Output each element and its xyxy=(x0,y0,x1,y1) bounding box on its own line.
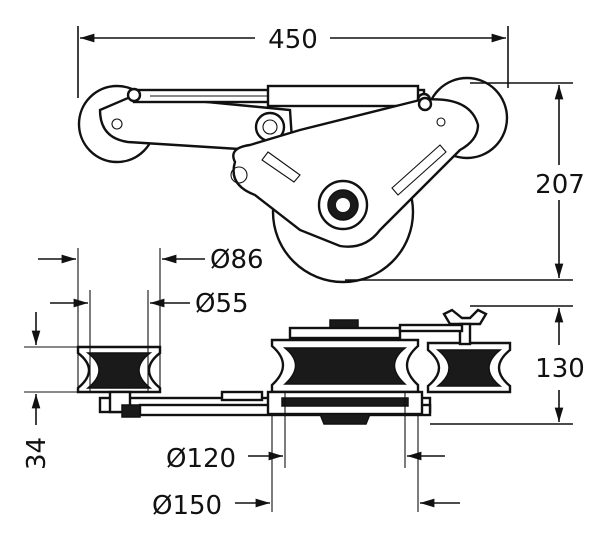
dim-label-55: Ø55 xyxy=(195,289,249,319)
tension-arm xyxy=(398,323,464,333)
right-roller-groove xyxy=(435,349,503,387)
arm-pivot-bore xyxy=(262,119,278,135)
dim-86: Ø86 xyxy=(38,245,264,392)
dim-450: 450 xyxy=(77,25,509,98)
dim-label-450: 450 xyxy=(268,25,318,55)
spring-housing xyxy=(266,84,420,108)
plate-pin-2 xyxy=(436,117,446,127)
main-plate xyxy=(232,98,480,248)
large-wheel-groove xyxy=(282,347,408,385)
top-view xyxy=(77,76,509,284)
dim-label-34: 34 xyxy=(22,437,52,470)
wheel-mount-band xyxy=(281,397,409,407)
bottom-view xyxy=(76,308,512,425)
dim-207: 207 xyxy=(345,82,585,281)
plate-slot-left xyxy=(261,151,301,183)
wheel-bottom-nut xyxy=(318,413,372,425)
left-roller-nut xyxy=(121,404,141,418)
dim-55: Ø55 xyxy=(50,289,249,392)
dim-130: 130 xyxy=(430,305,585,425)
base-spacer xyxy=(220,390,264,402)
dim-label-120: Ø120 xyxy=(166,444,236,474)
wheel-top-rim xyxy=(288,326,402,340)
dim-120: Ø120 xyxy=(166,392,445,474)
left-arm-pin xyxy=(111,118,123,130)
dim-34: 34 xyxy=(22,312,100,470)
rod-end-left xyxy=(126,87,142,103)
dim-label-86: Ø86 xyxy=(210,245,264,275)
left-arm xyxy=(98,93,294,152)
hub-bore xyxy=(336,198,350,212)
dim-label-130: 130 xyxy=(535,354,585,384)
dim-150: Ø150 xyxy=(152,414,460,521)
plate-slot-right xyxy=(391,144,447,196)
plate-hole xyxy=(230,166,248,184)
left-roller-groove xyxy=(85,352,153,389)
wing-nut xyxy=(442,308,488,326)
dim-label-150: Ø150 xyxy=(152,491,222,521)
plate-pin xyxy=(417,96,433,112)
dim-label-207: 207 xyxy=(535,170,585,200)
wing-nut-stem xyxy=(458,322,472,346)
